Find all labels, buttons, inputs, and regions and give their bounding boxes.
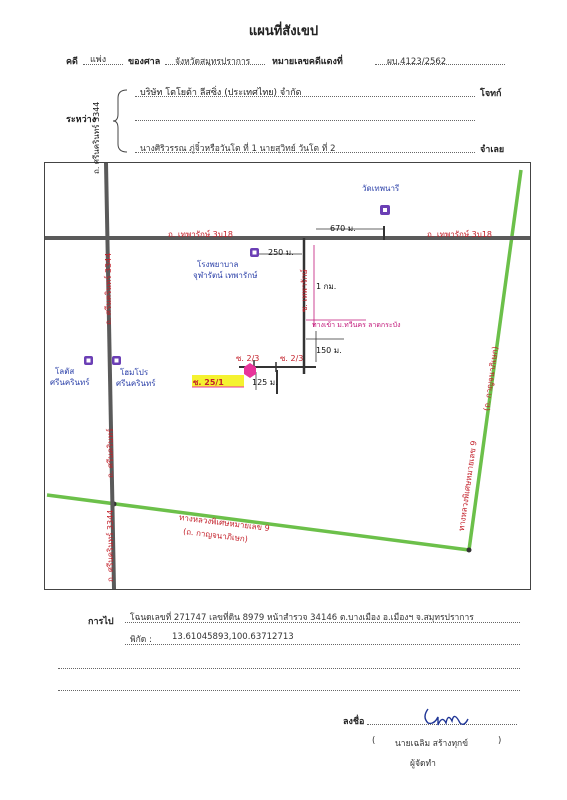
- temple-icon: [380, 205, 390, 215]
- srinakarin-mid-label: ถ. ศรีนครินทร์ 3344: [104, 252, 113, 325]
- intersection-label: ทางเข้า ม.ทวีนคร ลาดกระบัง: [312, 321, 401, 329]
- route-text: โฉนดเลขที่ 271747 เลขที่ดิน 8979 หน้าสำร…: [130, 613, 474, 623]
- between-label: ระหว่าง: [66, 115, 97, 125]
- thepharak-right-label: ถ. เทพารักษ์ 3บ18: [427, 230, 493, 239]
- target-soi-label: ซ. 25/1: [193, 378, 224, 387]
- coord-value: 13.61045893,100.63712713: [172, 632, 294, 642]
- red-case-number: ผบ.4123/2562: [387, 57, 447, 67]
- soi-thepharak-label: ซ. เทพารักษ์: [300, 269, 309, 312]
- homepro-icon: [112, 356, 121, 365]
- srinakarin-low-label: ถ. ศรีนครินทร์: [106, 428, 115, 478]
- target-hexagon-icon: [244, 363, 256, 378]
- hospital-label-1: โรงพยาบาล: [197, 260, 239, 269]
- srinakarin-road: [104, 162, 116, 590]
- plaintiff-role: โจทก์: [480, 89, 502, 99]
- brace-icon: [112, 89, 128, 153]
- srinakarin-top-label: ถ. ศรีนครินทร์ 3344: [92, 101, 101, 174]
- distance-125: 125 ม.: [252, 378, 278, 387]
- red-case-label: หมายเลขคดีแดงที่: [272, 57, 343, 67]
- soi-target-alt-label: ซ. 2/3: [236, 354, 260, 363]
- lotus-label-2: ศรีนครินทร์: [50, 378, 90, 387]
- hospital-icon: [250, 248, 259, 257]
- hospital-label-2: จุฬารัตน์ เทพารักษ์: [193, 271, 258, 280]
- signer-role: ผู้จัดทำ: [410, 759, 436, 769]
- signer-name: นายเฉลิม สร้างทุกข์: [395, 739, 469, 749]
- srinakarin-bottom-label: ถ. ศรีนครินทร์ 3344: [106, 509, 115, 582]
- defendants-names: นางศิริวรรณ ภู่จิ๋วหรือวันโต ที่ 1 นายสุ…: [140, 144, 336, 154]
- signature-image: [424, 708, 469, 726]
- homepro-label-2: ศรีนครินทร์: [116, 379, 156, 388]
- coord-label: พิกัด :: [130, 635, 152, 645]
- lotus-icon: [84, 356, 93, 365]
- homepro-label-1: โฮมโปร: [120, 368, 149, 377]
- highway-9-right-road: [467, 169, 523, 551]
- distance-670: 670 ม.: [330, 224, 356, 233]
- page-title: แผนที่สังเขป: [248, 24, 319, 39]
- distance-250: 250 ม.: [268, 248, 294, 257]
- route-label: การไป: [88, 617, 114, 627]
- distance-150: 150 ม.: [316, 346, 342, 355]
- defendant-role: จำเลย: [480, 145, 505, 155]
- temple-label: วัดเทพนารี: [362, 184, 400, 193]
- distance-1km: 1 กม.: [316, 282, 337, 291]
- lotus-label-1: โลตัส: [55, 367, 75, 376]
- thepharak-label: ถ. เทพารักษ์ 3บ18: [168, 230, 234, 239]
- court-name: จังหวัดสมุทรปราการ: [175, 57, 251, 67]
- soi-target-alt2-label: ซ. 2/3: [280, 354, 304, 363]
- court-label: ของศาล: [128, 57, 161, 67]
- case-type: แพ่ง: [90, 55, 107, 65]
- sketch-map: [44, 162, 531, 590]
- sign-label: ลงชื่อ: [343, 717, 365, 727]
- plaintiff-name: บริษัท โตโยต้า ลีสซิ่ง (ประเทศไทย) จำกัด: [140, 88, 302, 98]
- case-label: คดี: [66, 57, 78, 67]
- paren-open: (: [372, 736, 376, 746]
- paren-close: ): [498, 736, 502, 746]
- highway-9-bottom-road: [46, 493, 470, 552]
